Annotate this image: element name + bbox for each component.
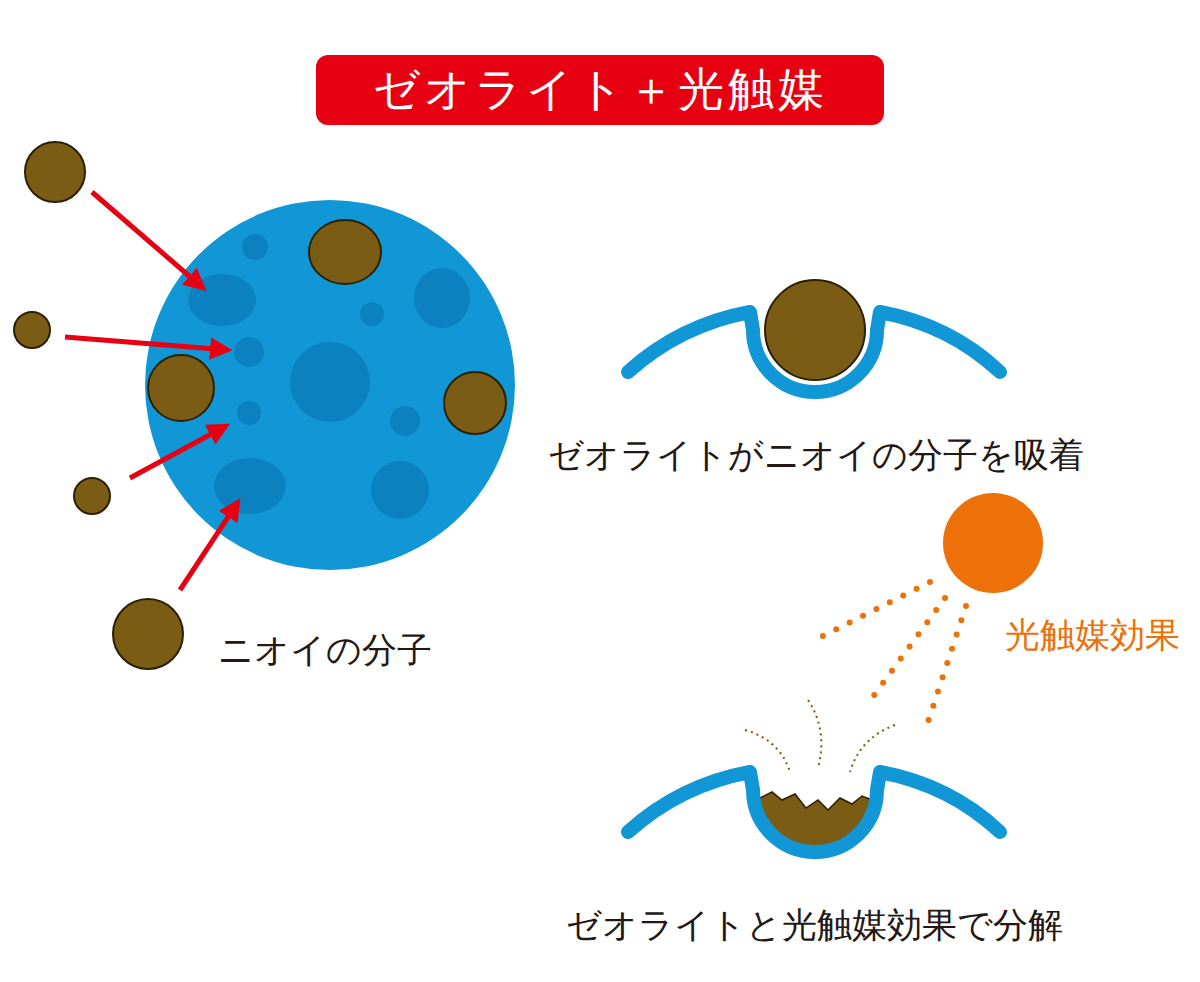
effect-label: 光触媒効果 [1005, 614, 1180, 656]
caption-adsorption: ゼオライトがニオイの分子を吸着 [548, 434, 1084, 476]
zeolite-pore-cup [628, 772, 1000, 852]
decomposition-wisps [745, 700, 895, 772]
title-text: ゼオライト＋光触媒 [373, 59, 828, 121]
zeolite-sphere [145, 200, 515, 570]
light-source [943, 493, 1043, 593]
title-banner: ゼオライト＋光触媒 [316, 55, 884, 125]
molecule-label: ニオイの分子 [218, 629, 432, 671]
caption-decomposition: ゼオライトと光触媒効果で分解 [566, 904, 1063, 946]
odor-molecules [14, 142, 506, 669]
adsorption-arrows [65, 192, 238, 590]
odor-molecule [765, 280, 865, 380]
light-rays [815, 582, 966, 728]
